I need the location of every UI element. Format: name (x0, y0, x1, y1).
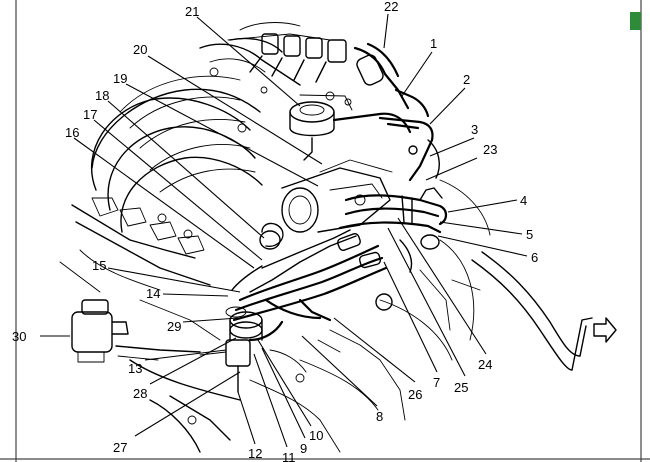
callout-4: 4 (520, 193, 527, 208)
hose-bundle-upper (353, 42, 440, 182)
corner-marker (630, 12, 641, 30)
engine-line-art (59, 22, 617, 453)
cylinder-head-left (59, 197, 211, 293)
callout-22: 22 (384, 0, 398, 14)
callout-labels: 1 2 3 4 5 6 7 8 9 10 11 12 13 14 15 16 1… (12, 0, 538, 462)
callout-6: 6 (531, 250, 538, 265)
callout-29: 29 (167, 319, 181, 334)
engine-block-right (419, 179, 491, 341)
callout-16: 16 (65, 125, 79, 140)
hose-bundle-right (338, 187, 448, 273)
callout-1: 1 (430, 36, 437, 51)
callout-26: 26 (408, 387, 422, 402)
callout-17: 17 (83, 107, 97, 122)
callout-9: 9 (300, 441, 307, 456)
callout-11: 11 (282, 450, 296, 462)
callout-23: 23 (483, 142, 497, 157)
callout-21: 21 (185, 4, 199, 19)
callout-28: 28 (133, 386, 147, 401)
callout-19: 19 (113, 71, 127, 86)
callout-15: 15 (92, 258, 106, 273)
fuel-rail-area (229, 33, 353, 111)
callout-18: 18 (95, 88, 109, 103)
callout-14: 14 (146, 286, 160, 301)
lower-fittings (199, 306, 307, 393)
callout-10: 10 (309, 428, 323, 443)
egr-valve (289, 101, 412, 161)
hose-harness-main (231, 229, 388, 322)
intake-runners (90, 22, 331, 233)
callout-leaders (40, 13, 528, 448)
callout-5: 5 (526, 227, 533, 242)
throttle-body (259, 159, 393, 250)
engine-block-lower (129, 293, 453, 453)
callout-2: 2 (463, 72, 470, 87)
callout-25: 25 (454, 380, 468, 395)
callout-30: 30 (12, 329, 26, 344)
callout-3: 3 (471, 122, 478, 137)
callout-8: 8 (376, 409, 383, 424)
vacuum-sensor-30 (71, 299, 201, 363)
callout-13: 13 (128, 361, 142, 376)
far-right-hose (471, 251, 617, 371)
callout-7: 7 (433, 375, 440, 390)
callout-24: 24 (478, 357, 492, 372)
callout-27: 27 (113, 440, 127, 455)
callout-12: 12 (248, 446, 262, 461)
callout-20: 20 (133, 42, 147, 57)
